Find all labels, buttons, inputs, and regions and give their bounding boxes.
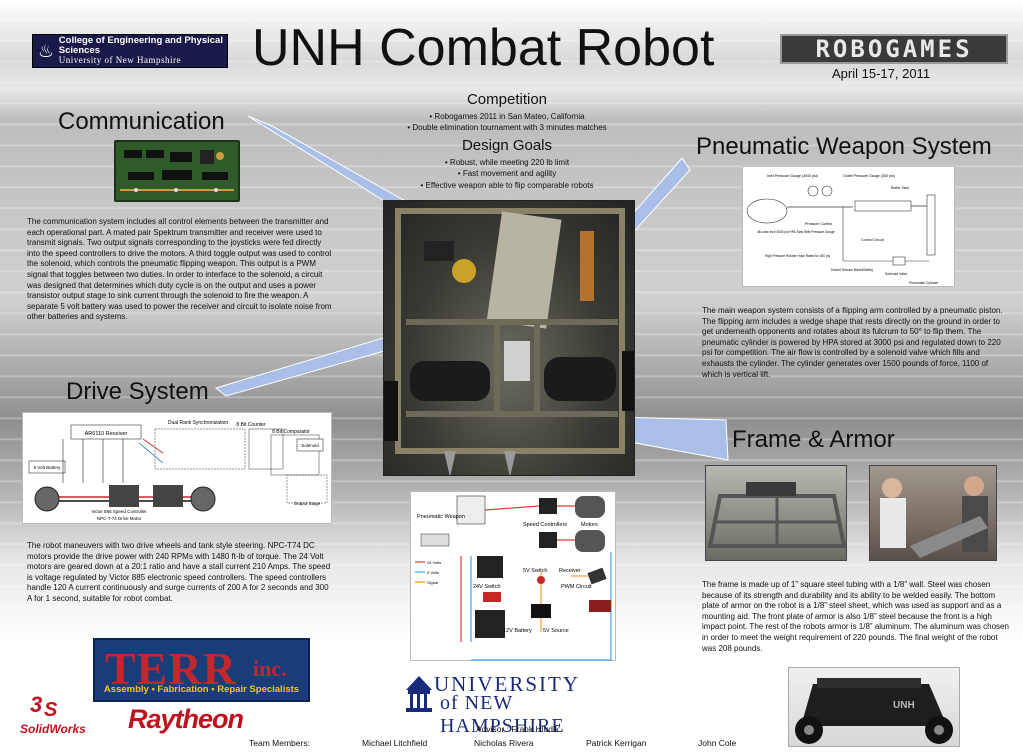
diag-motor-label: NPC-T-74 Drive Motor [97, 516, 142, 521]
solidworks-icon: 3 S [30, 692, 58, 721]
pneumatic-system-diagram: Inlet Pressure Gauge (3000 psi) Outlet P… [742, 166, 955, 287]
poster-title: UNH Combat Robot [252, 19, 715, 77]
diag-output-label: Output Stage [294, 501, 321, 506]
wire-receiver-label: Receiver [559, 568, 581, 574]
pneu-tank-shape [746, 198, 788, 224]
pneu-buffer-label: Buffer Tank [891, 186, 909, 190]
diag-receiver-label: AR6110 Receiver [85, 431, 128, 437]
university-name: University of New Hampshire [58, 55, 182, 66]
circuit-board-icon [120, 150, 234, 192]
design-goal-3-text: Effective weapon able to flip comparable… [425, 181, 594, 190]
solidworks-logo: 3 S SolidWorks [18, 684, 98, 740]
terr-sponsor-logo: TERR inc. Assembly • Fabrication • Repai… [93, 638, 310, 702]
drive-system-heading: Drive System [66, 378, 209, 405]
terr-name: TERR [105, 643, 237, 694]
unh-building-icon [406, 676, 432, 712]
advisor: Advisor : Frank Hludik [476, 724, 560, 734]
design-goal-2-text: Fast movement and agility [462, 169, 557, 178]
competition-heading: Competition [466, 91, 548, 108]
pneu-hose-label: High Pressure Rubber Hose Rated for 300 … [765, 254, 830, 258]
wiring-diagram: Pneumatic Weapon Speed Controllers Motor… [410, 491, 616, 661]
finished-robot-image: UNH [795, 678, 953, 744]
frame-image [707, 482, 847, 548]
frame-welding-photo [705, 465, 847, 561]
wire-weapon-label: Pneumatic Weapon [417, 514, 465, 520]
raytheon-logo: Raytheon [128, 704, 244, 734]
robogames-logo: ROBOGAMES [780, 34, 1008, 64]
svg-text:3: 3 [30, 692, 42, 717]
pneu-circuit-label: Control Circuit [861, 238, 884, 242]
unh-college-logo: ♨ College of Engineering and Physical Sc… [32, 34, 228, 68]
diag-comparator-label: 8 Bit Comparator [272, 429, 310, 435]
terr-tagline: Assembly • Fabrication • Repair Speciali… [103, 684, 300, 695]
competition-bullet-1-text: Robogames 2011 in San Mateo, California [434, 112, 585, 121]
wire-5v-switch-label: 5V Switch [523, 568, 547, 574]
robot-internals-photo [383, 200, 635, 476]
design-goal-3: • Effective weapon able to flip comparab… [420, 181, 594, 190]
event-date: April 15-17, 2011 [832, 66, 931, 81]
wire-motors-label: Motors [581, 522, 598, 528]
team-image [880, 476, 988, 558]
unh-university-word: UNIVERSITY [434, 672, 580, 696]
team-member: Michael Litchfield [362, 738, 428, 748]
frame-armor-text: The frame is made up of 1” square steel … [702, 580, 1009, 653]
svg-text:UNH: UNH [893, 700, 915, 711]
pneu-outlet-label: Outlet Pressure Gauge (350 psi) [843, 174, 895, 178]
diag-controller-label: Victor 885 Speed Controller [91, 509, 147, 514]
wire-12v-battery-label: 12V Battery [503, 628, 532, 634]
design-goal-1: • Robust, while meeting 220 lb limit [444, 158, 570, 167]
pneumatic-heading: Pneumatic Weapon System [696, 133, 992, 160]
unh-wordmark-logo: UNIVERSITY of NEW HAMPSHIRE [404, 672, 626, 737]
finished-robot-photo: UNH [788, 667, 960, 747]
frame-armor-heading: Frame & Armor [732, 426, 895, 453]
wire-5v-source-label: 5V Source [543, 628, 569, 634]
competition-bullet-2-text: Double elimination tournament with 3 min… [412, 123, 607, 132]
team-member: John Cole [698, 738, 737, 748]
design-goal-1-text: Robust, while meeting 220 lb limit [449, 158, 570, 167]
wire-legend-5v: 5 Volts [427, 570, 439, 575]
drive-system-diagram: AR6110 Receiver Dual Rank Synchronizatio… [22, 412, 332, 524]
pneu-tank-label: 48 cubic inch 3000 psi HPA Tank With Pre… [757, 230, 835, 234]
team-assembly-photo [869, 465, 997, 561]
diag-sync-label: Dual Rank Synchronization [168, 420, 229, 426]
design-goals-heading: Design Goals [461, 137, 553, 154]
pneu-cylinder-label: Pneumatic Cylinder [909, 281, 939, 285]
diag-battery-label: 5 Volt Battery [34, 465, 62, 470]
diag-counter-label: 8 Bit Counter [236, 422, 266, 428]
college-name: College of Engineering and Physical Scie… [58, 35, 223, 57]
pneu-bleed-label: Desert Stream Bleed/Safety [831, 268, 873, 272]
team-member: Patrick Kerrigan [586, 738, 647, 748]
pneu-control-label: Pressure Control [805, 222, 832, 226]
communication-heading: Communication [58, 108, 225, 135]
pneumatic-text: The main weapon system consists of a fli… [702, 306, 1003, 379]
wire-legend-24v: 24 Volts [427, 560, 441, 565]
team-member: Nicholas Rivera [474, 738, 534, 748]
terr-inc: inc. [253, 656, 287, 681]
solidworks-label: SolidWorks [20, 722, 86, 736]
team-label: Team Members: [249, 738, 310, 748]
competition-bullet-1: • Robogames 2011 in San Mateo, Californi… [429, 112, 585, 121]
robot-internals-image [384, 208, 634, 475]
wire-pwm-label: PWM Circuit [561, 584, 592, 590]
wire-speed-controllers-label: Speed Controllers [523, 522, 567, 528]
communication-text: The communication system includes all co… [27, 217, 332, 322]
drive-system-text: The robot maneuvers with two drive wheel… [27, 541, 331, 603]
pneu-inlet-label: Inlet Pressure Gauge (3000 psi) [767, 174, 818, 178]
diag-solenoid-label: Solenoid [301, 443, 319, 448]
communication-circuit-board-photo [114, 140, 240, 202]
wire-24v-switch-label: 24V Switch [473, 584, 501, 590]
pneu-solenoid-label: Solenoid Valve [885, 272, 907, 276]
competition-bullet-2: • Double elimination tournament with 3 m… [407, 123, 607, 132]
design-goal-2: • Fast movement and agility [457, 169, 557, 178]
unh-new-hampshire-word: of NEW HAMPSHIRE [440, 692, 565, 737]
wire-legend-signal: Signal [427, 580, 438, 585]
unh-seal-icon: ♨ [37, 40, 54, 61]
svg-text:S: S [44, 699, 58, 721]
